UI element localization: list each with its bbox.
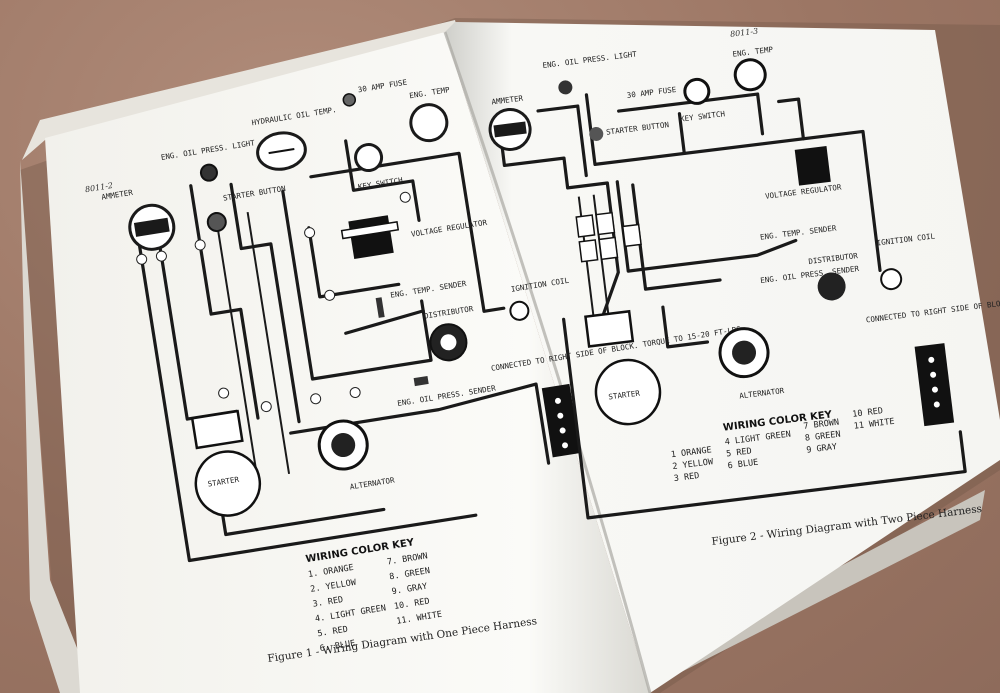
right-key-5: 5 RED	[726, 446, 753, 459]
right-starter-label: STARTER	[608, 389, 641, 402]
right-key-11: 11 WHITE	[853, 417, 895, 432]
right-distributor-icon	[817, 272, 846, 301]
block-connector-icon	[541, 383, 581, 458]
oil-light-icon	[199, 163, 218, 182]
starter-motor-icon	[194, 450, 262, 517]
eng-temp-gauge-icon	[409, 103, 449, 143]
right-key-6: 6 BLUE	[727, 458, 759, 472]
right-block-connector-icon	[914, 343, 955, 427]
right-ignition-coil-icon	[880, 268, 903, 291]
right-key-3: 3 RED	[673, 471, 700, 484]
right-page-number: 8011-3	[730, 27, 759, 39]
right-starter-button-icon	[589, 126, 604, 141]
right-starter-icon	[594, 358, 662, 426]
ignition-coil-icon	[509, 300, 530, 321]
right-eng-temp-icon	[733, 58, 767, 92]
left-page	[45, 32, 650, 693]
oil-sender-icon	[413, 375, 429, 387]
right-key-8: 8 GREEN	[804, 429, 841, 443]
right-key-10: 10 RED	[852, 406, 884, 420]
left-key-3: 3. RED	[312, 595, 344, 610]
key-switch-icon	[354, 143, 384, 173]
right-key-7: 7 BROWN	[803, 418, 840, 432]
right-key-9: 9 GRAY	[806, 442, 838, 456]
right-ammeter-label: AMMETER	[491, 94, 524, 107]
temp-sender-icon	[375, 297, 385, 318]
right-oil-light-icon	[558, 80, 573, 95]
page-stack-side	[20, 160, 95, 693]
starter-button-icon	[206, 212, 227, 233]
left-key-5: 5. RED	[317, 625, 349, 640]
right-key-1: 1 ORANGE	[670, 445, 712, 460]
right-voltage-regulator-icon	[794, 146, 831, 186]
fuse-icon	[342, 93, 357, 107]
right-key-switch-icon	[683, 77, 711, 105]
left-page-number: 8011-2	[84, 181, 113, 194]
